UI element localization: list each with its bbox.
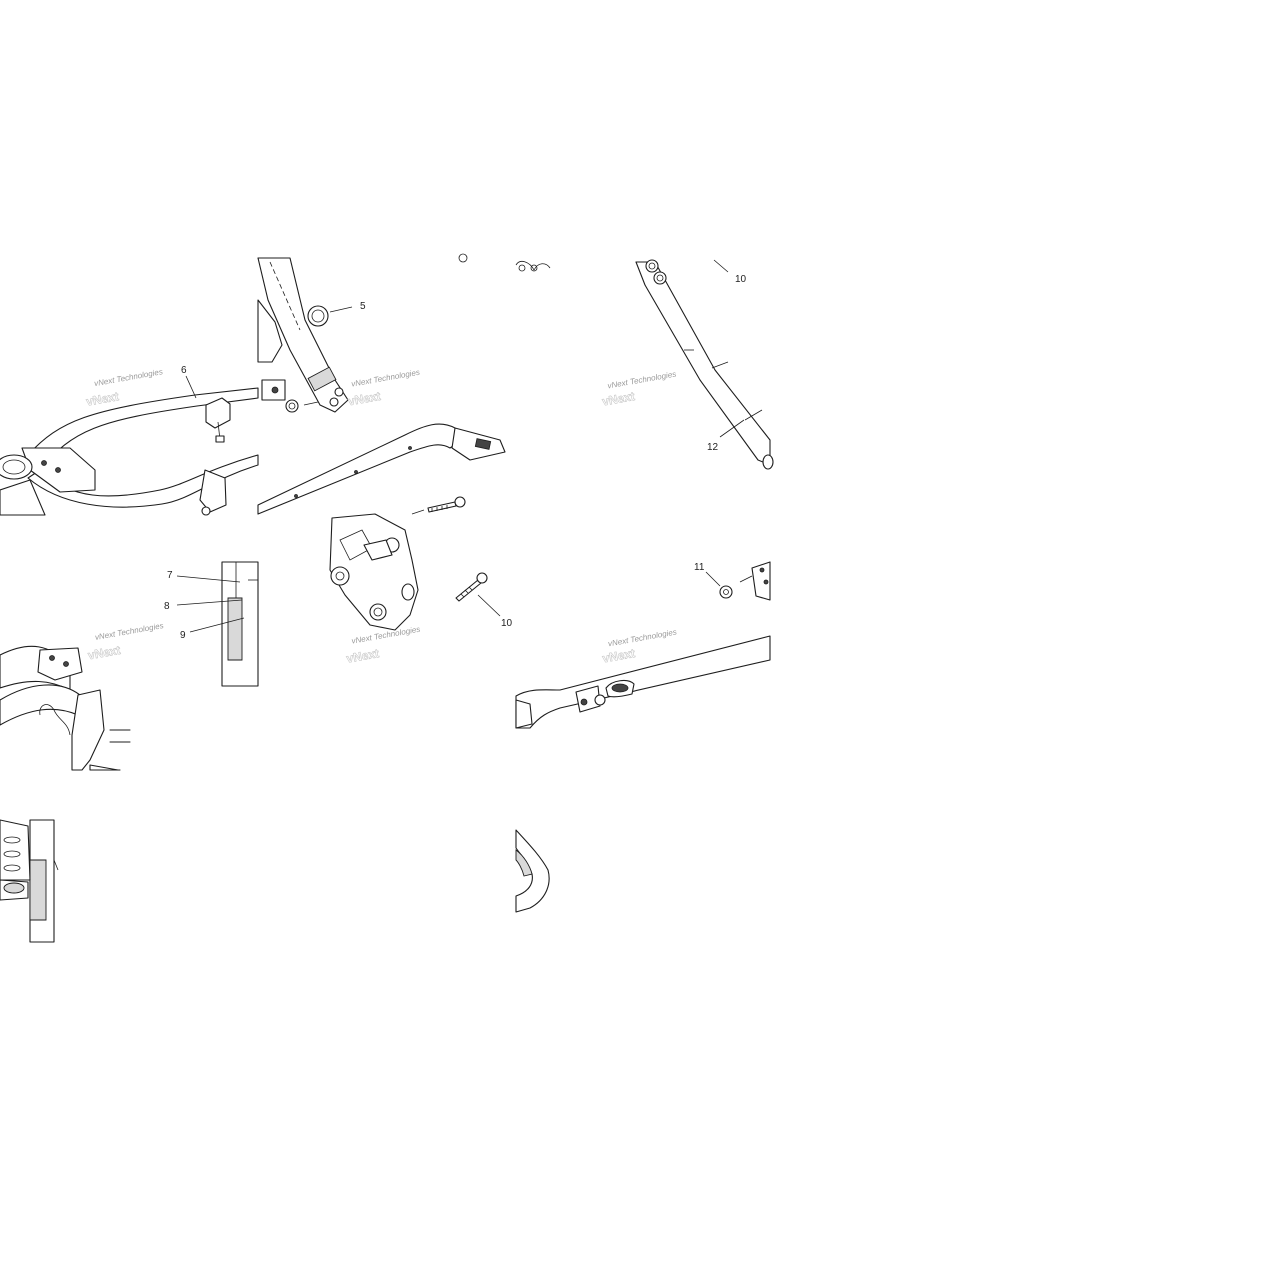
column-lower-tube	[257, 423, 463, 515]
tile-bracket-assembly	[0, 561, 259, 771]
svg-text:vNext: vNext	[347, 389, 382, 408]
callout-10-lower: 10	[501, 618, 513, 629]
mount-plate	[37, 647, 83, 681]
frame-tube-upper	[27, 387, 259, 471]
callout-10-upper: 10	[735, 274, 747, 285]
svg-text:vNext Technologies: vNext Technologies	[350, 368, 420, 389]
watermark-tile-f: vNext vNext Technologies	[601, 627, 677, 665]
callout-5: 5	[360, 301, 366, 312]
bushing-part-5	[307, 305, 329, 327]
tile-lower-right	[515, 829, 550, 913]
callout-12: 12	[707, 442, 719, 453]
svg-text:vNext Technologies: vNext Technologies	[93, 367, 163, 388]
tile-knuckle-bracket	[329, 496, 501, 631]
svg-text:vNext Technologies: vNext Technologies	[94, 621, 164, 642]
callout-9: 9	[180, 630, 186, 641]
svg-text:vNext: vNext	[85, 389, 120, 408]
tile-steering-column	[257, 253, 506, 515]
watermark-tile-b: vNext vNext Technologies	[347, 368, 421, 409]
svg-text:vNext: vNext	[87, 643, 122, 662]
svg-text:vNext Technologies: vNext Technologies	[607, 370, 677, 391]
callout-8: 8	[164, 601, 170, 612]
frame-clamp	[205, 397, 231, 429]
svg-text:vNext: vNext	[601, 389, 636, 408]
svg-text:vNext: vNext	[345, 646, 380, 665]
bolt-part-10	[455, 579, 482, 602]
tube-part-12	[635, 261, 771, 466]
callout-11: 11	[694, 562, 705, 573]
frame-tube-lower	[27, 454, 259, 508]
watermark-tile-e: vNext vNext Technologies	[345, 625, 421, 666]
callout-6: 6	[181, 365, 187, 376]
tile-horizontal-tube	[515, 561, 771, 729]
frame-tube-end	[0, 454, 33, 480]
nut-part-11	[719, 585, 733, 599]
svg-text:vNext: vNext	[601, 646, 636, 665]
tile-frame-left	[0, 375, 259, 516]
tile-lower-left	[0, 819, 59, 943]
tile-diagonal-tube	[515, 259, 774, 470]
svg-text:vNext Technologies: vNext Technologies	[607, 627, 677, 648]
callout-7: 7	[167, 570, 173, 581]
watermark-tile-c: vNext vNext Technologies	[601, 370, 677, 409]
watermark-tile-d: vNext vNext Technologies	[87, 621, 165, 663]
horizontal-tube	[515, 635, 771, 729]
